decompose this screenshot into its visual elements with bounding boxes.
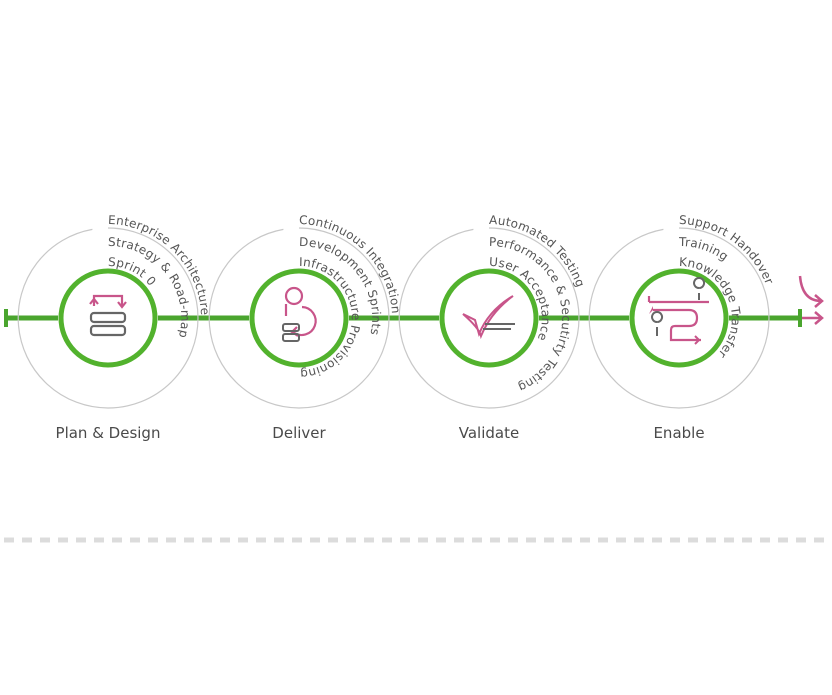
plan-design-icon (89, 294, 127, 337)
guide-arc (107, 227, 199, 409)
stage-ring (629, 268, 729, 368)
guide-arc (678, 227, 770, 409)
guide-arc (488, 227, 580, 409)
stage-ring (58, 268, 158, 368)
stage-label-plan-design: Plan & Design (55, 424, 161, 442)
guide-arc (298, 227, 390, 409)
validate-icon (462, 295, 515, 340)
guide-arc (208, 228, 300, 409)
enable-icon (647, 277, 709, 345)
stage-label-enable: Enable (653, 424, 705, 442)
stage-label-validate: Validate (458, 424, 520, 442)
stage-ring (249, 268, 349, 368)
deliver-icon (282, 286, 317, 342)
curved-arrow-icon (798, 275, 824, 308)
guide-arc (17, 228, 109, 409)
guide-arc (398, 228, 490, 409)
guide-arc (588, 228, 680, 409)
stage-label-deliver: Deliver (272, 424, 326, 442)
forward-arrow-icon (802, 311, 824, 325)
